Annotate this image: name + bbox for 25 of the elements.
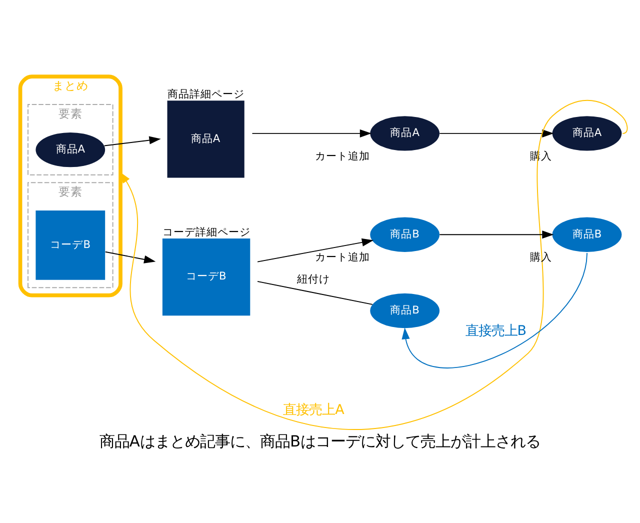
node-ellipse: 商品B	[552, 216, 622, 252]
arrow	[439, 128, 554, 137]
node-ellipse: 商品A	[36, 132, 106, 167]
arrow	[257, 238, 374, 262]
node-ellipse: 商品A	[552, 116, 622, 150]
caption: 商品Aはまとめ記事に、商品Bはコーデに対して売上が計上される	[99, 432, 541, 450]
node-label: コーデ詳細ページ	[162, 226, 250, 238]
arrow	[252, 128, 372, 137]
node-box: コーデB	[36, 210, 106, 280]
arrow	[402, 252, 588, 368]
node-ellipse: 商品B	[370, 292, 440, 328]
node-label: 商品詳細ページ	[168, 88, 245, 100]
node-box: 商品A	[167, 100, 244, 178]
node-label: カート追加	[315, 150, 370, 162]
connector	[257, 280, 373, 304]
node-ellipse: 商品B	[370, 216, 440, 252]
arrow	[439, 230, 554, 238]
arrow	[104, 250, 156, 263]
edge-label: 直接売上B	[465, 322, 527, 339]
edge-label: 直接売上A	[283, 402, 344, 418]
edge-label: 紐付け	[297, 273, 330, 286]
node-box: コーデB	[162, 238, 250, 316]
arrow	[120, 99, 628, 430]
node-label: カート追加	[315, 250, 370, 263]
node-ellipse: 商品A	[370, 116, 440, 150]
